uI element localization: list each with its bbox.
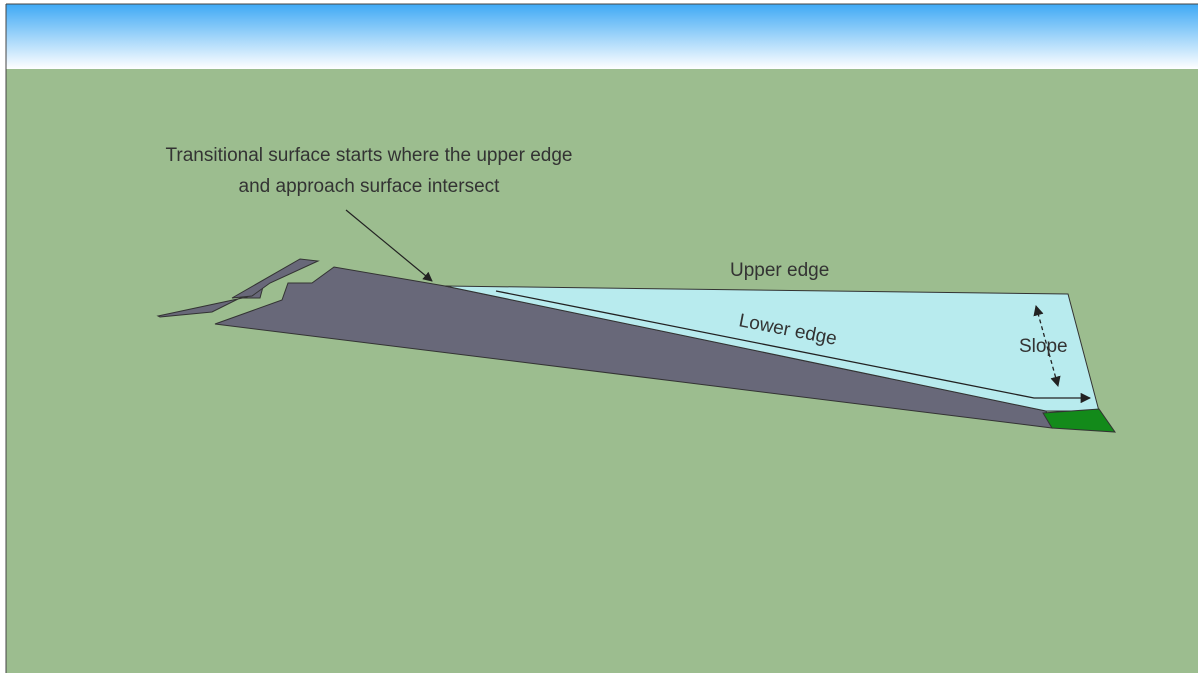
annotation-line-1: Transitional surface starts where the up… (166, 145, 573, 166)
sky-band (6, 4, 1198, 69)
upper-edge-label: Upper edge (730, 260, 829, 281)
annotation-pointer-arrow (345, 209, 433, 282)
runway-end-patch (1042, 408, 1117, 433)
slope-label: Slope (1019, 336, 1068, 357)
lower-edge-arrow (495, 290, 1092, 404)
annotation-line-2: and approach surface intersect (239, 176, 501, 197)
runway-strip-segment (231, 258, 320, 299)
